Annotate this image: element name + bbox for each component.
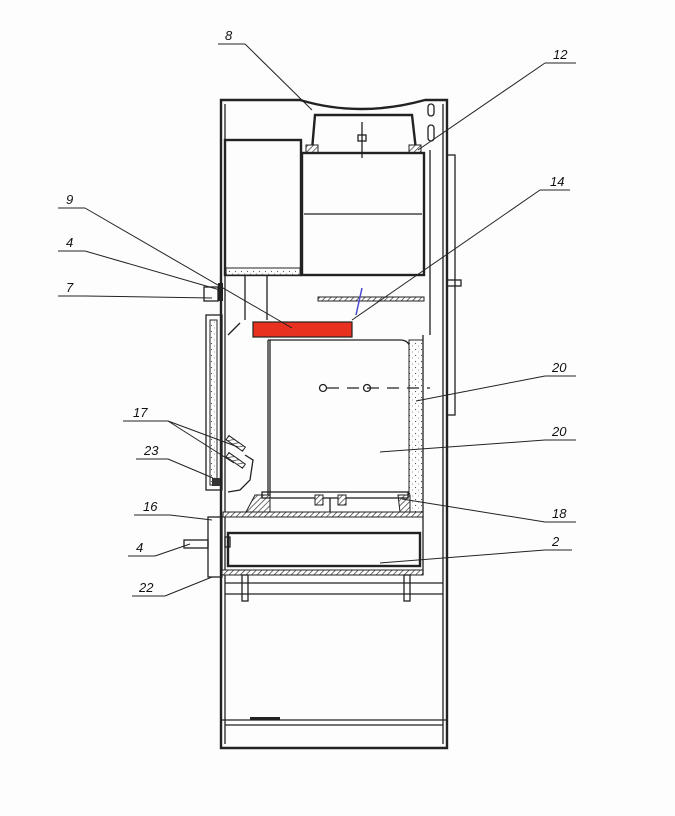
- callout-4-upper: 4: [58, 235, 221, 291]
- callout-2: 2: [379, 534, 572, 564]
- svg-text:2: 2: [551, 534, 560, 549]
- svg-text:20: 20: [551, 360, 567, 375]
- callout-23: 23: [136, 443, 214, 479]
- svg-text:4: 4: [136, 540, 143, 555]
- callout-20-insulation: 20: [415, 360, 576, 402]
- svg-text:17: 17: [133, 405, 148, 420]
- svg-text:8: 8: [225, 28, 233, 43]
- svg-text:18: 18: [552, 506, 567, 521]
- callout-4-lower: 4: [128, 540, 191, 557]
- callout-14: 14: [351, 174, 570, 321]
- firebox: [222, 322, 430, 518]
- callout-20-firebox: 20: [379, 424, 576, 453]
- callout-17: 17: [123, 405, 239, 464]
- svg-text:7: 7: [66, 280, 74, 295]
- svg-text:9: 9: [66, 192, 73, 207]
- callout-16: 16: [134, 499, 213, 521]
- svg-text:16: 16: [143, 499, 158, 514]
- svg-text:22: 22: [138, 580, 154, 595]
- callout-7: 7: [58, 280, 213, 299]
- svg-text:23: 23: [143, 443, 159, 458]
- door: [203, 283, 223, 491]
- svg-text:20: 20: [551, 424, 567, 439]
- highlighted-baffle-plate: [252, 321, 353, 338]
- svg-text:14: 14: [550, 174, 564, 189]
- callout-18: 18: [401, 498, 576, 523]
- svg-text:12: 12: [553, 47, 568, 62]
- ash-drawer: [183, 515, 443, 720]
- callout-9: 9: [58, 192, 293, 329]
- flue-outlet: [305, 113, 422, 158]
- callout-12: 12: [417, 47, 576, 151]
- callout-8: 8: [218, 28, 313, 111]
- svg-text:4: 4: [66, 235, 73, 250]
- upper-chamber: [223, 138, 431, 335]
- callout-22: 22: [132, 576, 213, 597]
